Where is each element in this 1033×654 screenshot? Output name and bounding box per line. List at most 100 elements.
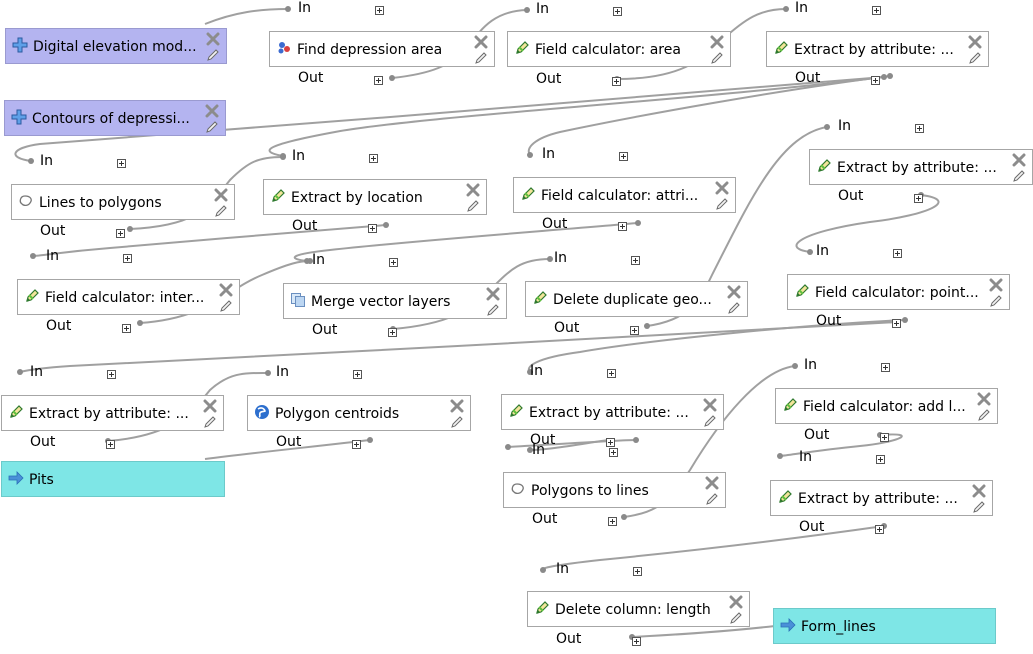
- expand-out-icon[interactable]: [618, 222, 627, 231]
- close-icon[interactable]: [989, 277, 1003, 292]
- close-icon[interactable]: [450, 398, 464, 413]
- expand-out-icon[interactable]: [892, 319, 901, 328]
- edit-icon[interactable]: [466, 198, 480, 212]
- node-deldup[interactable]: Delete duplicate geo...: [525, 281, 748, 317]
- edit-icon[interactable]: [205, 119, 219, 133]
- edit-icon[interactable]: [219, 298, 233, 312]
- expand-out-icon[interactable]: [612, 77, 621, 86]
- expand-out-icon[interactable]: [352, 440, 361, 449]
- close-icon[interactable]: [486, 286, 500, 301]
- node-extract-loc[interactable]: Extract by location: [263, 179, 487, 215]
- edit-icon[interactable]: [206, 47, 220, 61]
- expand-out-icon[interactable]: [122, 324, 131, 333]
- edit-icon[interactable]: [710, 50, 724, 64]
- close-icon[interactable]: [705, 475, 719, 490]
- expand-in-icon[interactable]: [872, 6, 881, 15]
- edit-icon[interactable]: [214, 203, 228, 217]
- expand-in-icon[interactable]: [117, 159, 126, 168]
- expand-out-icon[interactable]: [388, 328, 397, 337]
- node-dem[interactable]: Digital elevation mod...: [5, 28, 227, 64]
- node-extract1[interactable]: Extract by attribute: ...: [766, 31, 989, 67]
- expand-out-icon[interactable]: [368, 224, 377, 233]
- edit-icon[interactable]: [968, 50, 982, 64]
- close-icon[interactable]: [729, 594, 743, 609]
- edit-icon[interactable]: [972, 499, 986, 513]
- node-poly2lines[interactable]: Polygons to lines: [503, 472, 726, 508]
- expand-out-icon[interactable]: [875, 525, 884, 534]
- close-icon[interactable]: [1012, 152, 1026, 167]
- edit-icon[interactable]: [486, 302, 500, 316]
- node-fc-point[interactable]: Field calculator: point...: [787, 274, 1010, 310]
- node-extract4[interactable]: Extract by attribute: ...: [501, 394, 724, 430]
- close-icon[interactable]: [466, 182, 480, 197]
- expand-out-icon[interactable]: [871, 76, 880, 85]
- edit-icon[interactable]: [989, 293, 1003, 307]
- close-icon[interactable]: [972, 483, 986, 498]
- edit-icon[interactable]: [727, 300, 741, 314]
- expand-out-icon[interactable]: [880, 433, 889, 442]
- expand-in-icon[interactable]: [609, 448, 618, 457]
- close-icon[interactable]: [968, 34, 982, 49]
- close-icon[interactable]: [703, 397, 717, 412]
- expand-in-icon[interactable]: [353, 370, 362, 379]
- node-extract5[interactable]: Extract by attribute: ...: [770, 480, 993, 516]
- expand-in-icon[interactable]: [607, 369, 616, 378]
- close-icon[interactable]: [727, 284, 741, 299]
- edit-icon[interactable]: [729, 610, 743, 624]
- expand-in-icon[interactable]: [876, 455, 885, 464]
- node-contours[interactable]: Contours of depressi...: [4, 100, 226, 136]
- expand-in-icon[interactable]: [881, 363, 890, 372]
- expand-out-icon[interactable]: [632, 637, 641, 646]
- node-fc-area[interactable]: Field calculator: area: [507, 31, 731, 67]
- expand-in-icon[interactable]: [633, 567, 642, 576]
- edit-icon[interactable]: [203, 414, 217, 428]
- expand-out-icon[interactable]: [106, 440, 115, 449]
- close-icon[interactable]: [715, 180, 729, 195]
- expand-out-icon[interactable]: [608, 517, 617, 526]
- close-icon[interactable]: [214, 187, 228, 202]
- node-fc-addl[interactable]: Field calculator: add l...: [775, 388, 998, 424]
- node-find[interactable]: Find depression area: [269, 31, 495, 67]
- expand-in-icon[interactable]: [893, 249, 902, 258]
- edit-icon[interactable]: [703, 413, 717, 427]
- edit-icon[interactable]: [450, 414, 464, 428]
- expand-out-icon[interactable]: [914, 194, 923, 203]
- expand-in-icon[interactable]: [619, 152, 628, 161]
- expand-in-icon[interactable]: [613, 7, 622, 16]
- node-extract2[interactable]: Extract by attribute: ...: [809, 149, 1033, 185]
- close-icon[interactable]: [710, 34, 724, 49]
- node-formlines[interactable]: Form_lines: [773, 608, 996, 644]
- expand-in-icon[interactable]: [631, 256, 640, 265]
- node-extract3[interactable]: Extract by attribute: ...: [1, 395, 224, 431]
- edit-icon[interactable]: [474, 50, 488, 64]
- node-fc-attr[interactable]: Field calculator: attri...: [513, 177, 736, 213]
- edit-icon[interactable]: [705, 491, 719, 505]
- node-pits[interactable]: Pits: [1, 461, 225, 497]
- expand-out-icon[interactable]: [374, 76, 383, 85]
- node-fc-inter[interactable]: Field calculator: inter...: [17, 279, 240, 315]
- edit-icon[interactable]: [1012, 168, 1026, 182]
- port-dot: [527, 152, 533, 158]
- expand-out-icon[interactable]: [606, 438, 615, 447]
- close-icon[interactable]: [474, 34, 488, 49]
- node-delcol[interactable]: Delete column: length: [527, 591, 750, 627]
- expand-in-icon[interactable]: [369, 154, 378, 163]
- expand-in-icon[interactable]: [375, 6, 384, 15]
- close-icon[interactable]: [206, 31, 220, 46]
- expand-in-icon[interactable]: [915, 124, 924, 133]
- expand-in-icon[interactable]: [107, 370, 116, 379]
- close-icon[interactable]: [977, 391, 991, 406]
- close-icon[interactable]: [203, 398, 217, 413]
- expand-in-icon[interactable]: [389, 258, 398, 267]
- expand-out-icon[interactable]: [630, 326, 639, 335]
- node-merge[interactable]: Merge vector layers: [283, 283, 507, 319]
- expand-in-icon[interactable]: [123, 254, 132, 263]
- expand-out-icon[interactable]: [116, 229, 125, 238]
- close-icon[interactable]: [205, 103, 219, 118]
- node-lines2poly[interactable]: Lines to polygons: [11, 184, 235, 220]
- edit-icon[interactable]: [715, 196, 729, 210]
- close-icon[interactable]: [219, 282, 233, 297]
- edit-icon[interactable]: [977, 407, 991, 421]
- node-centroids[interactable]: Polygon centroids: [247, 395, 471, 431]
